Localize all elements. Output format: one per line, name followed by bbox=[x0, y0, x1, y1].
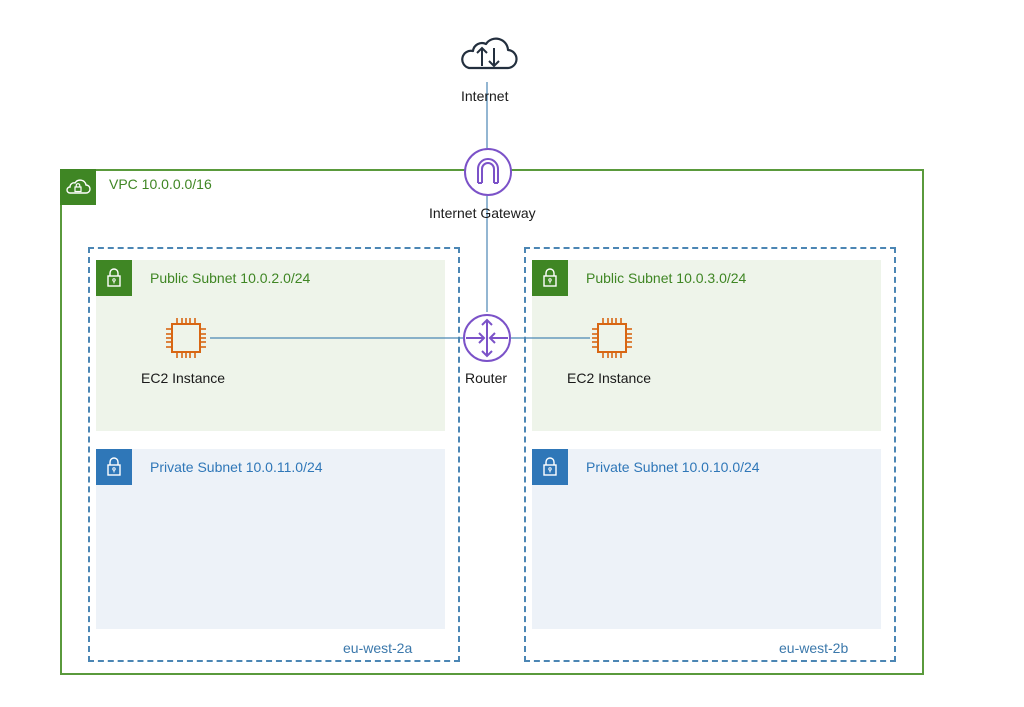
router-icon bbox=[463, 314, 511, 362]
lock-icon bbox=[107, 268, 121, 287]
ec2-instance-b[interactable] bbox=[588, 314, 636, 362]
cloud-lock-icon bbox=[66, 179, 91, 194]
private-subnet-b-badge bbox=[532, 449, 568, 485]
internet-gateway-icon bbox=[464, 148, 512, 196]
public-subnet-a-label: Public Subnet 10.0.2.0/24 bbox=[150, 270, 311, 286]
internet-node[interactable] bbox=[457, 28, 519, 76]
lock-icon bbox=[543, 457, 557, 476]
availability-zone-a bbox=[88, 247, 460, 662]
public-subnet-a-badge bbox=[96, 260, 132, 296]
private-subnet-a-badge bbox=[96, 449, 132, 485]
az-label-b: eu-west-2b bbox=[779, 640, 849, 656]
public-subnet-b-label: Public Subnet 10.0.3.0/24 bbox=[586, 270, 747, 286]
ec2-instance-a-label: EC2 Instance bbox=[141, 370, 226, 386]
internet-gateway-label: Internet Gateway bbox=[429, 205, 536, 221]
ec2-chip-icon bbox=[592, 318, 632, 358]
availability-zone-b bbox=[524, 247, 896, 662]
public-subnet-b-badge bbox=[532, 260, 568, 296]
private-subnet-a-label: Private Subnet 10.0.11.0/24 bbox=[150, 459, 323, 475]
lock-icon bbox=[543, 268, 557, 287]
private-subnet-a bbox=[96, 449, 445, 629]
private-subnet-b-label: Private Subnet 10.0.10.0/24 bbox=[586, 459, 760, 475]
cloud-upload-download-icon bbox=[461, 37, 518, 70]
router-label: Router bbox=[465, 370, 508, 386]
az-label-a: eu-west-2a bbox=[343, 640, 413, 656]
vpc-label: VPC 10.0.0.0/16 bbox=[109, 176, 212, 192]
private-subnet-b bbox=[532, 449, 881, 629]
ec2-instance-a[interactable] bbox=[162, 314, 210, 362]
vpc-badge bbox=[60, 169, 96, 205]
internet-gateway-node[interactable] bbox=[463, 147, 513, 197]
public-subnet-a bbox=[96, 260, 445, 431]
ec2-chip-icon bbox=[166, 318, 206, 358]
public-subnet-b bbox=[532, 260, 881, 431]
lock-icon bbox=[107, 457, 121, 476]
ec2-instance-b-label: EC2 Instance bbox=[567, 370, 652, 386]
router-node[interactable] bbox=[462, 313, 512, 363]
internet-label: Internet bbox=[461, 88, 509, 104]
